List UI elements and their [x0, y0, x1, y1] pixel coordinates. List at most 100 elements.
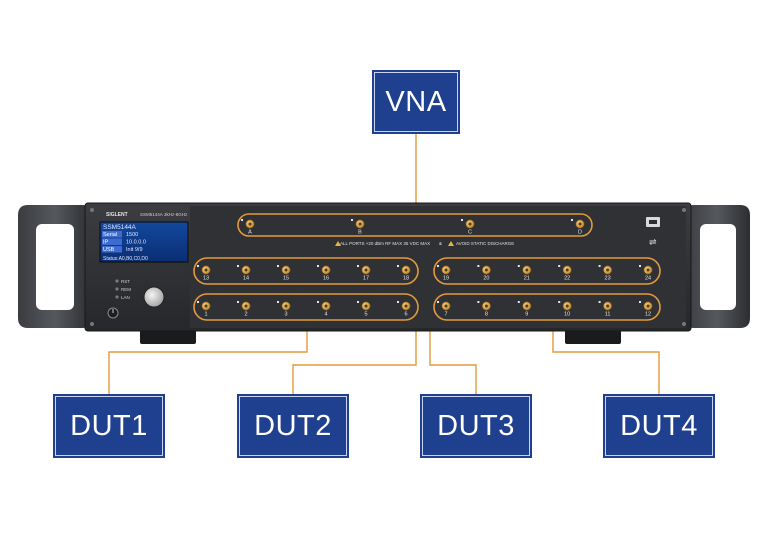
right-foot	[565, 328, 621, 344]
dut4-connector	[552, 325, 660, 396]
sma-port-center	[646, 304, 650, 308]
led-label: REM	[121, 287, 131, 292]
dut3-label: DUT3	[422, 396, 530, 456]
port-indicator	[461, 219, 463, 221]
screen-row-key-bg	[102, 238, 122, 245]
model-text: SSM5144A	[140, 212, 163, 217]
warning-icon	[335, 241, 341, 246]
port-indicator	[317, 265, 319, 267]
port-label: 20	[483, 276, 489, 282]
sma-port-center	[484, 268, 488, 272]
sma-port-center	[484, 304, 488, 308]
port-label: 13	[203, 276, 209, 282]
port-indicator	[639, 301, 641, 303]
sma-port-center	[444, 304, 448, 308]
esd-icon	[448, 241, 454, 246]
screen-row-key: IP	[103, 240, 109, 246]
screw-icon	[682, 322, 686, 326]
sma-port-center	[248, 222, 252, 226]
port-indicator	[197, 265, 199, 267]
port-indicator	[639, 265, 641, 267]
port-indicator	[197, 301, 199, 303]
dut4-label: DUT4	[605, 396, 713, 456]
port-label: 8	[485, 312, 488, 318]
screen-row-key: Serial	[103, 232, 117, 238]
port-label: 23	[605, 276, 611, 282]
port-label: 3	[284, 312, 287, 318]
screen-row-value: 10.0.0.0	[126, 240, 146, 246]
port-indicator	[477, 301, 480, 303]
screen-row-key-bg	[102, 231, 122, 238]
port-label: 12	[645, 312, 651, 318]
screen-row-value: 1500	[126, 232, 138, 238]
port-indicator	[241, 219, 243, 221]
sma-port-center	[525, 304, 529, 308]
port-label: 5	[364, 312, 367, 318]
dut2-connector	[292, 325, 417, 396]
port-label: 16	[323, 276, 329, 282]
sma-port-center	[358, 222, 362, 226]
discharge-text: AVOID STATIC DISCHARGE	[456, 241, 514, 246]
led-indicator	[115, 279, 119, 283]
sma-port-center	[404, 304, 408, 308]
port-indicator	[357, 301, 359, 303]
port-label: 2	[244, 312, 247, 318]
sma-port-center	[468, 222, 472, 226]
sma-port-center	[578, 222, 582, 226]
sma-port-center	[404, 268, 408, 272]
sma-port-center	[204, 304, 208, 308]
port-indicator	[237, 265, 239, 267]
port-indicator	[237, 301, 239, 303]
port-label: 14	[243, 276, 249, 282]
vna-label: VNA	[374, 72, 458, 132]
usb-icon: ⇌	[649, 237, 657, 247]
upper-left-port-group-outline	[193, 257, 419, 285]
sma-port-center	[324, 304, 328, 308]
screen-row-key-bg	[102, 246, 122, 253]
port-indicator	[437, 301, 439, 303]
port-label: A	[248, 230, 252, 236]
sma-port-center	[565, 268, 569, 272]
lower-left-port-group-outline	[193, 293, 419, 321]
model-description: 3kHz-8GHz	[164, 212, 188, 217]
led-label: LAN	[121, 295, 130, 300]
power-button[interactable]	[107, 307, 119, 319]
port-indicator	[598, 265, 601, 267]
sma-port-center	[525, 268, 529, 272]
port-indicator	[517, 301, 520, 303]
port-indicator	[558, 265, 561, 267]
port-label: 17	[363, 276, 369, 282]
sma-port-center	[606, 304, 610, 308]
port-label: 18	[403, 276, 409, 282]
screw-icon	[682, 208, 686, 212]
svg-text:Status:A0,B0,C0,D0: Status:A0,B0,C0,D0	[103, 256, 148, 262]
sma-port-center	[444, 268, 448, 272]
port-label: 9	[525, 312, 528, 318]
port-indicator	[357, 265, 359, 267]
port-indicator	[351, 219, 353, 221]
port-label: 19	[443, 276, 449, 282]
port-label: D	[578, 230, 582, 236]
port-indicator	[477, 265, 480, 267]
dut2-label: DUT2	[239, 396, 347, 456]
port-indicator	[517, 265, 520, 267]
sma-port-center	[646, 268, 650, 272]
svg-text:SSM5144A: SSM5144A	[103, 224, 137, 231]
port-label: B	[358, 230, 362, 236]
sma-port-center	[364, 304, 368, 308]
sma-port-center	[364, 268, 368, 272]
screen-row-key: USB	[103, 247, 115, 253]
screen-row-value: Init 9/9	[126, 247, 143, 253]
rotary-knob[interactable]	[143, 286, 165, 308]
sma-port-center	[284, 304, 288, 308]
port-label: 1	[204, 312, 207, 318]
